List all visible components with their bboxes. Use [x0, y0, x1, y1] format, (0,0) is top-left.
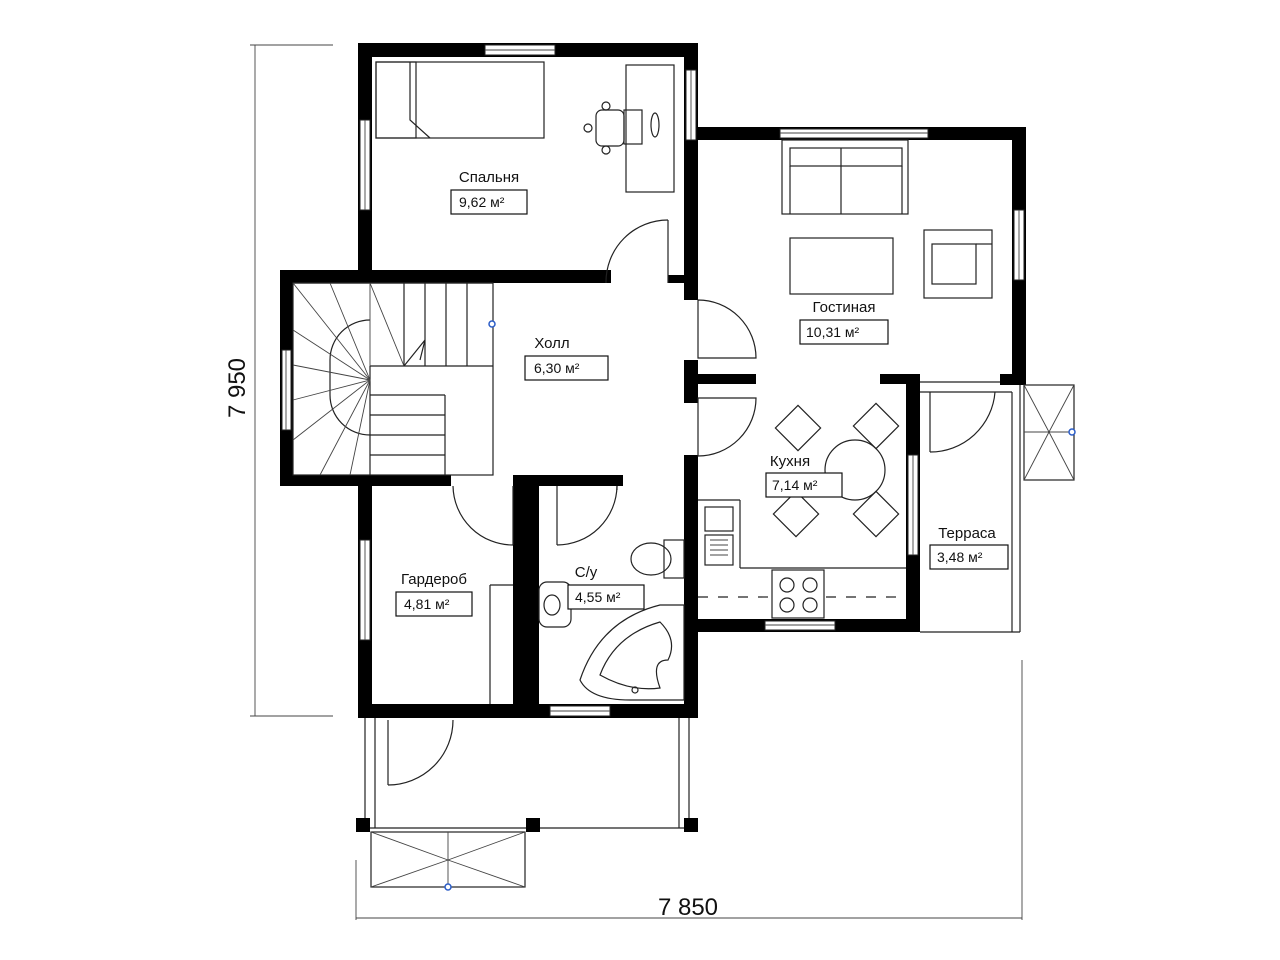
room-terrace-name: Терраса	[938, 525, 996, 542]
room-kitchen-name: Кухня	[770, 453, 810, 470]
desk	[583, 64, 675, 193]
windows	[281, 44, 1025, 717]
room-bathroom-area-box	[567, 584, 645, 610]
room-bedroom-area: 9,62 м²	[459, 194, 505, 210]
width-dimension: 7 850	[658, 894, 718, 921]
sofa	[781, 139, 909, 215]
dimension-lines	[250, 44, 1023, 920]
room-wardrobe-area: 4,81 м²	[404, 596, 450, 612]
coffee-table	[789, 237, 894, 295]
height-dimension: 7 950	[224, 358, 251, 418]
room-kitchen: Кухня 7,14 м²	[765, 453, 843, 498]
porch-outline	[364, 716, 690, 829]
staircase	[292, 282, 496, 476]
room-wardrobe-name: Гардероб	[401, 571, 467, 588]
dining-set	[772, 402, 900, 538]
armchair	[923, 229, 993, 299]
room-hall-name: Холл	[534, 335, 569, 352]
room-living-name: Гостиная	[813, 299, 876, 316]
room-kitchen-area: 7,14 м²	[772, 477, 818, 493]
sink	[538, 581, 572, 628]
kitchen-counter	[698, 499, 906, 619]
room-bathroom-area: 4,55 м²	[575, 589, 621, 605]
room-bathroom-name: С/у	[575, 564, 598, 581]
entrance-steps	[370, 831, 526, 891]
room-bedroom: Спальня 9,62 м²	[450, 169, 528, 215]
room-bedroom-name: Спальня	[459, 169, 519, 186]
room-living-area-box	[799, 319, 889, 345]
room-bedroom-area-box	[450, 189, 528, 215]
terrace-steps	[1023, 384, 1076, 481]
bathtub	[579, 604, 685, 701]
room-terrace: Терраса 3,48 м²	[929, 525, 1009, 570]
toilet	[630, 539, 685, 579]
bed	[375, 61, 545, 139]
terrace-outline	[920, 381, 1021, 633]
room-bathroom: С/у 4,55 м²	[567, 564, 645, 610]
room-wardrobe: Гардероб 4,81 м²	[395, 571, 473, 617]
room-hall-area: 6,30 м²	[534, 360, 580, 376]
room-kitchen-area-box	[765, 472, 843, 498]
room-hall-area-box	[524, 355, 609, 381]
walls	[280, 43, 1026, 832]
doors	[387, 219, 996, 786]
room-living: Гостиная 10,31 м²	[799, 299, 889, 345]
room-wardrobe-area-box	[395, 591, 473, 617]
room-terrace-area: 3,48 м²	[937, 549, 983, 565]
room-living-area: 10,31 м²	[806, 324, 860, 340]
room-hall: Холл 6,30 м²	[524, 335, 609, 381]
room-terrace-area-box	[929, 544, 1009, 570]
